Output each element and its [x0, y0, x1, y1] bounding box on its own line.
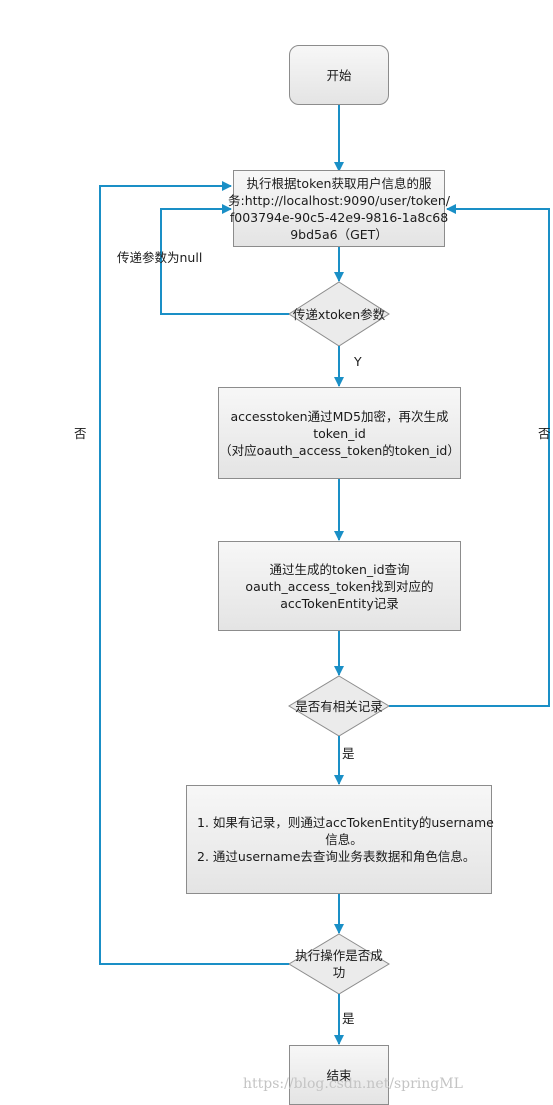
start-label: 开始 [326, 67, 352, 83]
encrypt-line: （对应oauth_access_token的token_id） [219, 442, 460, 458]
encrypt-line: accesstoken通过MD5加密，再次生成 [230, 408, 449, 424]
lookup-node: 通过生成的token_id查询 oauth_access_token找到对应的 … [218, 541, 461, 631]
edge-no-record-loop [389, 204, 550, 707]
fetch-service-line: 务:http://localhost:9090/user/token/ [228, 192, 450, 208]
edge-label-op-yes: 是 [342, 1011, 355, 1026]
start-node: 开始 [289, 45, 389, 105]
lookup-line: 通过生成的token_id查询 [269, 561, 410, 577]
watermark: https://blog.csdn.net/springML [243, 1076, 463, 1092]
decision-check-param-label: 传递xtoken参数 [292, 306, 386, 322]
lookup-line: oauth_access_token找到对应的 [245, 578, 434, 594]
fetch-service-line: 执行根据token获取用户信息的服 [246, 175, 432, 191]
edge-label-record-yes: 是 [342, 746, 355, 761]
decision-has-record-label: 是否有相关记录 [295, 698, 383, 714]
encrypt-node: accesstoken通过MD5加密，再次生成 token_id （对应oaut… [218, 387, 461, 479]
end-label: 结束 [326, 1067, 352, 1083]
edge-param-null-loop [160, 204, 289, 315]
encrypt-line: token_id [313, 425, 366, 441]
decision-op-success-line: 功 [332, 965, 346, 980]
end-node: 结束 [289, 1045, 389, 1105]
edge-label-record-no: 否 [538, 426, 551, 441]
fetch-service-node: 执行根据token获取用户信息的服 务:http://localhost:909… [228, 170, 450, 247]
decision-op-success-line: 执行操作是否成 [295, 948, 383, 963]
query-business-node: 1. 如果有记录，则通过accTokenEntity的username 信息。 … [186, 785, 494, 894]
edge-op-failed-loop [99, 181, 289, 965]
edge-label-param-null: 传递参数为null [117, 250, 203, 265]
lookup-line: accTokenEntity记录 [280, 595, 399, 611]
decision-has-record: 是否有相关记录 [279, 696, 399, 716]
fetch-service-line: f003794e-90c5-42e9-9816-1a8c68 [229, 209, 449, 225]
edge-label-param-yes: Y [354, 354, 362, 369]
query-business-line: 信息。 [325, 832, 363, 847]
decision-op-success: 执行操作是否成 功 [279, 946, 399, 982]
query-business-line: 2. 通过username去查询业务表数据和角色信息。 [197, 849, 476, 864]
query-business-line: 1. 如果有记录，则通过accTokenEntity的username [197, 815, 494, 830]
decision-check-param: 传递xtoken参数 [279, 304, 399, 324]
edge-label-op-no: 否 [74, 426, 87, 441]
fetch-service-line: 9bd5a6（GET） [290, 226, 388, 242]
